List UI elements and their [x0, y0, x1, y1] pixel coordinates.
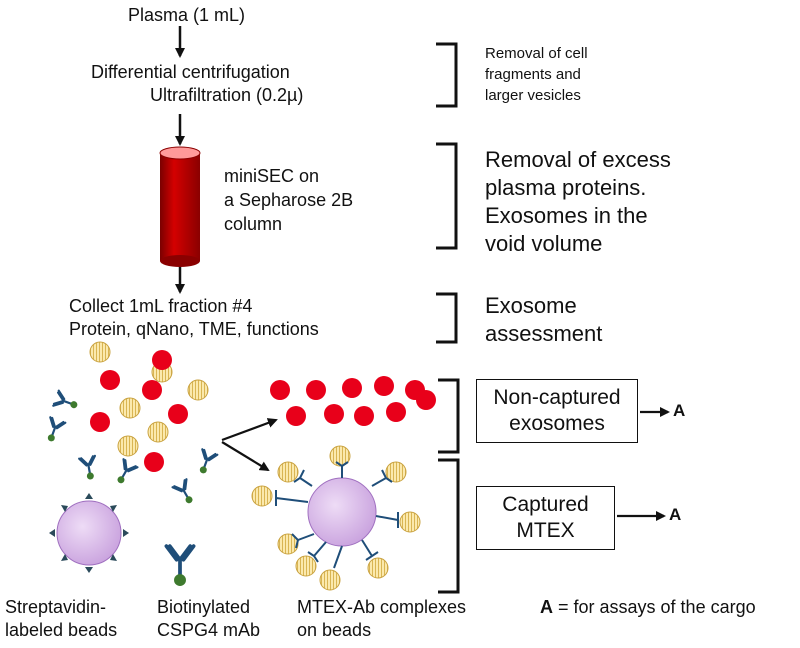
mixture-exosomes [89, 341, 209, 472]
bracket-assessment [436, 292, 458, 344]
centrifugation-label: Differential centrifugation [91, 62, 290, 82]
streptavidin-bead [49, 493, 129, 573]
mixture-antibodies [43, 389, 219, 504]
noncaptured-a-label: A [673, 401, 686, 420]
complex-label-line1: MTEX-Ab complexes [297, 597, 467, 617]
removal-proteins-line1: Removal of excess [485, 147, 671, 172]
removal-proteins-line2: plasma proteins. [485, 175, 647, 200]
arrow-to-noncaptured [221, 418, 278, 442]
legend: A = for assays of the cargo [540, 597, 756, 619]
collect-line2: Protein, qNano, TME, functions [69, 319, 319, 339]
mab-label-line1: Biotinylated [157, 597, 251, 617]
legend-key: A [540, 597, 553, 617]
captured-box: Captured MTEX [476, 486, 615, 550]
collect-line1: Collect 1mL fraction #4 [69, 296, 253, 316]
captured-line2: MTEX [516, 518, 575, 542]
captured-a-label: A [669, 505, 682, 524]
mab-label-line2: CSPG4 mAb [157, 620, 261, 640]
sepharose-column [159, 146, 201, 267]
bracket-removal-proteins [436, 142, 458, 250]
minisec-line3: column [224, 214, 283, 234]
bracket-captured [438, 458, 460, 594]
beads-label-line1: Streptavidin- [5, 597, 107, 617]
removal-cells-line2: fragments and [485, 66, 581, 83]
noncaptured-line2: exosomes [509, 411, 605, 435]
removal-cells-line1: Removal of cell [485, 45, 588, 62]
minisec-line1: miniSEC on [224, 166, 320, 186]
complex-label-line2: on beads [297, 620, 372, 640]
beads-label-line2: labeled beads [5, 620, 118, 640]
assessment-line2: assessment [485, 321, 603, 346]
removal-proteins-line3: Exosomes in the [485, 203, 648, 228]
noncaptured-exosomes [270, 376, 436, 426]
removal-proteins-line4: void volume [485, 231, 603, 256]
noncaptured-box: Non-captured exosomes [476, 379, 638, 443]
biotinylated-mab [164, 544, 196, 587]
mtex-ab-complex [251, 445, 421, 591]
minisec-line2: a Sepharose 2B [224, 190, 354, 210]
assessment-line1: Exosome [485, 293, 577, 318]
captured-line1: Captured [502, 493, 589, 516]
removal-cells-line3: larger vesicles [485, 87, 581, 104]
ultrafiltration-label: Ultrafiltration (0.2µ) [150, 85, 304, 105]
arrow-to-captured [221, 441, 270, 472]
plasma-label: Plasma (1 mL) [128, 5, 246, 25]
noncaptured-line1: Non-captured [493, 386, 621, 409]
bracket-noncaptured [438, 378, 460, 454]
legend-text: = for assays of the cargo [553, 597, 756, 617]
bracket-removal-cells [436, 42, 458, 108]
